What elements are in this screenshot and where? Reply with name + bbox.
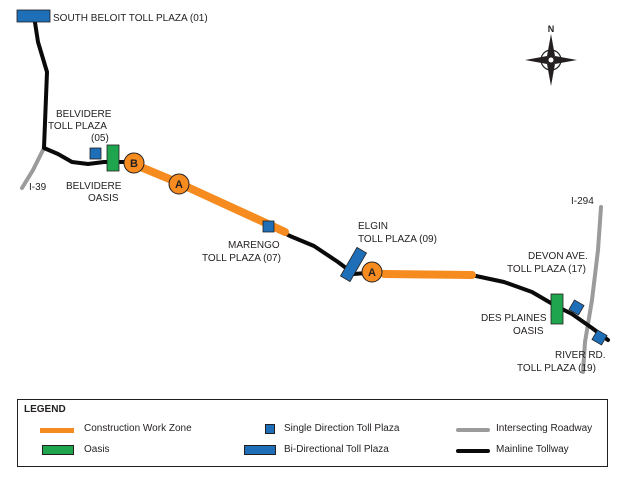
svg-text:A: A bbox=[175, 179, 183, 191]
marengo-toll-plaza bbox=[262, 220, 275, 233]
svg-text:B: B bbox=[130, 158, 138, 170]
des-plaines-oasis bbox=[550, 293, 564, 325]
devon-toll-plaza bbox=[568, 299, 585, 316]
belvidere-oasis bbox=[106, 144, 120, 172]
south-beloit-label: SOUTH BELOIT TOLL PLAZA (01) bbox=[53, 13, 208, 24]
legend-single-plaza-label: Single Direction Toll Plaza bbox=[284, 423, 400, 434]
construction-zone-west bbox=[127, 159, 289, 236]
legend-intersecting-label: Intersecting Roadway bbox=[496, 423, 593, 434]
devon-label-1: DEVON AVE. bbox=[528, 251, 588, 262]
marengo-label-2: TOLL PLAZA (07) bbox=[202, 253, 281, 264]
zone-marker-b: B bbox=[123, 152, 145, 174]
elgin-label-2: TOLL PLAZA (09) bbox=[358, 234, 437, 245]
belvidere-oasis-label-1: BELVIDERE bbox=[66, 181, 122, 192]
belvidere-toll-label-3: (05) bbox=[91, 133, 109, 144]
construction-swatch bbox=[40, 428, 74, 433]
construction-zone-east bbox=[380, 270, 476, 279]
legend-bi-plaza-label: Bi-Directional Toll Plaza bbox=[284, 444, 389, 455]
river-rd-label-1: RIVER RD. bbox=[555, 350, 606, 361]
river-rd-toll-plaza bbox=[591, 329, 608, 346]
elgin-label-1: ELGIN bbox=[358, 221, 388, 232]
des-plaines-label-1: DES PLAINES bbox=[481, 313, 547, 324]
oasis-swatch bbox=[42, 445, 74, 455]
legend-oasis-label: Oasis bbox=[84, 444, 110, 455]
i294-label: I-294 bbox=[571, 196, 594, 207]
svg-text:A: A bbox=[368, 267, 376, 279]
belvidere-toll-label-2: TOLL PLAZA bbox=[48, 121, 107, 132]
bi-plaza-swatch bbox=[244, 445, 276, 455]
belvidere-toll-label-1: BELVIDERE bbox=[56, 109, 112, 120]
belvidere-oasis-label-2: OASIS bbox=[88, 193, 119, 204]
legend-mainline-label: Mainline Tollway bbox=[496, 444, 569, 455]
compass-north-label: N bbox=[548, 24, 555, 34]
zone-marker-a-east: A bbox=[361, 261, 383, 283]
river-rd-label-2: TOLL PLAZA (19) bbox=[517, 363, 596, 374]
belvidere-toll-plaza bbox=[89, 147, 102, 160]
elgin-toll-plaza bbox=[339, 246, 368, 283]
south-beloit-toll-plaza bbox=[16, 9, 51, 23]
zone-marker-a-west: A bbox=[168, 173, 190, 195]
devon-label-2: TOLL PLAZA (17) bbox=[507, 264, 586, 275]
i39-road bbox=[20, 146, 46, 190]
compass-rose: N bbox=[525, 24, 577, 86]
single-plaza-swatch bbox=[265, 424, 275, 434]
legend-title: LEGEND bbox=[24, 404, 66, 415]
des-plaines-label-2: OASIS bbox=[513, 326, 544, 337]
i39-label: I-39 bbox=[29, 182, 47, 193]
mainline-swatch bbox=[456, 449, 490, 453]
intersecting-swatch bbox=[456, 428, 490, 432]
marengo-label-1: MARENGO bbox=[228, 240, 280, 251]
legend-construction-label: Construction Work Zone bbox=[84, 423, 192, 434]
legend: LEGEND Construction Work Zone Oasis Sing… bbox=[17, 399, 608, 467]
mainline-tollway bbox=[32, 14, 610, 342]
i294-road bbox=[581, 205, 603, 374]
